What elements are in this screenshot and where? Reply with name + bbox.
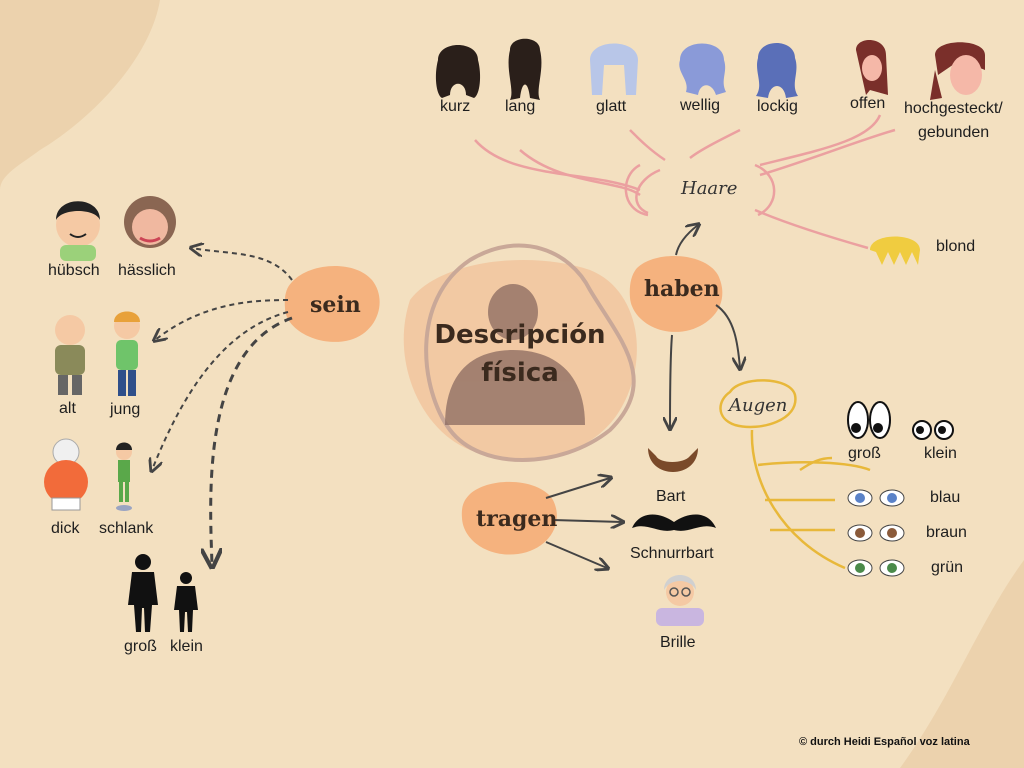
label-schlank: schlank [99, 520, 154, 537]
label-bart: Bart [656, 488, 686, 505]
label-huebsch: hübsch [48, 262, 100, 279]
augen-branches [719, 379, 871, 570]
hub-haare: Haare [681, 178, 738, 199]
label-blau: blau [930, 489, 961, 506]
haare-branches [474, 114, 896, 250]
center-title-line2: física [481, 358, 559, 388]
label-braun: braun [926, 524, 967, 541]
label-gross: groß [124, 638, 157, 655]
small-eyes-icon [912, 420, 954, 440]
wavy-hair-icon [679, 43, 726, 95]
label-jung: jung [110, 401, 141, 418]
short-hair-icon [435, 45, 481, 98]
old-woman-face-icon [124, 196, 176, 248]
beard-icon [648, 448, 698, 472]
fat-man-icon [44, 438, 88, 511]
hub-augen: Augen [729, 395, 788, 416]
person-silhouette-icon [445, 284, 585, 425]
slim-boy-icon [116, 442, 132, 511]
verb-tragen: tragen [476, 506, 558, 532]
grandma-glasses-icon [656, 575, 704, 626]
smiling-man-icon [56, 201, 100, 261]
label-gruen: grün [931, 559, 964, 576]
center-title-line1: Descripción [434, 320, 606, 350]
open-hair-woman-icon [856, 40, 888, 95]
curly-hair-icon [756, 43, 798, 98]
label-schnurrbart: Schnurrbart [630, 545, 714, 562]
big-eyes-icon [847, 401, 891, 439]
old-man-icon [55, 315, 85, 395]
label-lockig: lockig [757, 98, 798, 115]
label-wellig: wellig [680, 97, 721, 114]
label-blond: blond [936, 238, 976, 255]
corner-blob-top-left [0, 0, 160, 190]
verb-sein: sein [310, 292, 361, 318]
tragen-arrows [545, 478, 622, 568]
long-hair-icon [508, 38, 542, 100]
blond-hair-icon [870, 236, 920, 265]
label-klein: klein [170, 638, 203, 655]
blue-eyes-icon [847, 489, 905, 507]
haben-blob [629, 255, 723, 332]
tall-person-icon [128, 554, 158, 632]
label-offen: offen [850, 95, 886, 112]
label-kurz: kurz [440, 98, 471, 115]
sein-arrow-gross [211, 316, 293, 565]
label-gebunden: gebunden [918, 124, 990, 141]
tragen-blob [461, 481, 557, 555]
label-haesslich: hässlich [118, 262, 176, 279]
sein-arrows [152, 248, 293, 470]
center-title: Descripción física [420, 316, 620, 392]
label-augen-klein: klein [924, 445, 957, 462]
label-dick: dick [51, 520, 80, 537]
label-lang: lang [505, 98, 536, 115]
label-glatt: glatt [596, 98, 627, 115]
straight-hair-icon [590, 43, 638, 95]
label-hochgesteckt: hochgesteckt/ [904, 100, 1003, 117]
copyright: © durch Heidi Español voz latina [799, 736, 970, 748]
label-brille: Brille [660, 634, 696, 651]
boy-icon [114, 311, 140, 396]
label-alt: alt [59, 400, 76, 417]
center-outline [424, 243, 636, 462]
label-augen-gross: groß [848, 445, 881, 462]
tied-hair-woman-icon [930, 42, 985, 100]
corner-blob-bottom-right [900, 560, 1024, 768]
brown-eyes-icon [847, 524, 905, 542]
haben-arrows [670, 225, 740, 428]
green-eyes-icon [847, 559, 905, 577]
short-person-icon [174, 572, 198, 632]
sein-blob [284, 265, 380, 342]
verb-haben: haben [644, 276, 720, 302]
mustache-icon [632, 514, 716, 531]
